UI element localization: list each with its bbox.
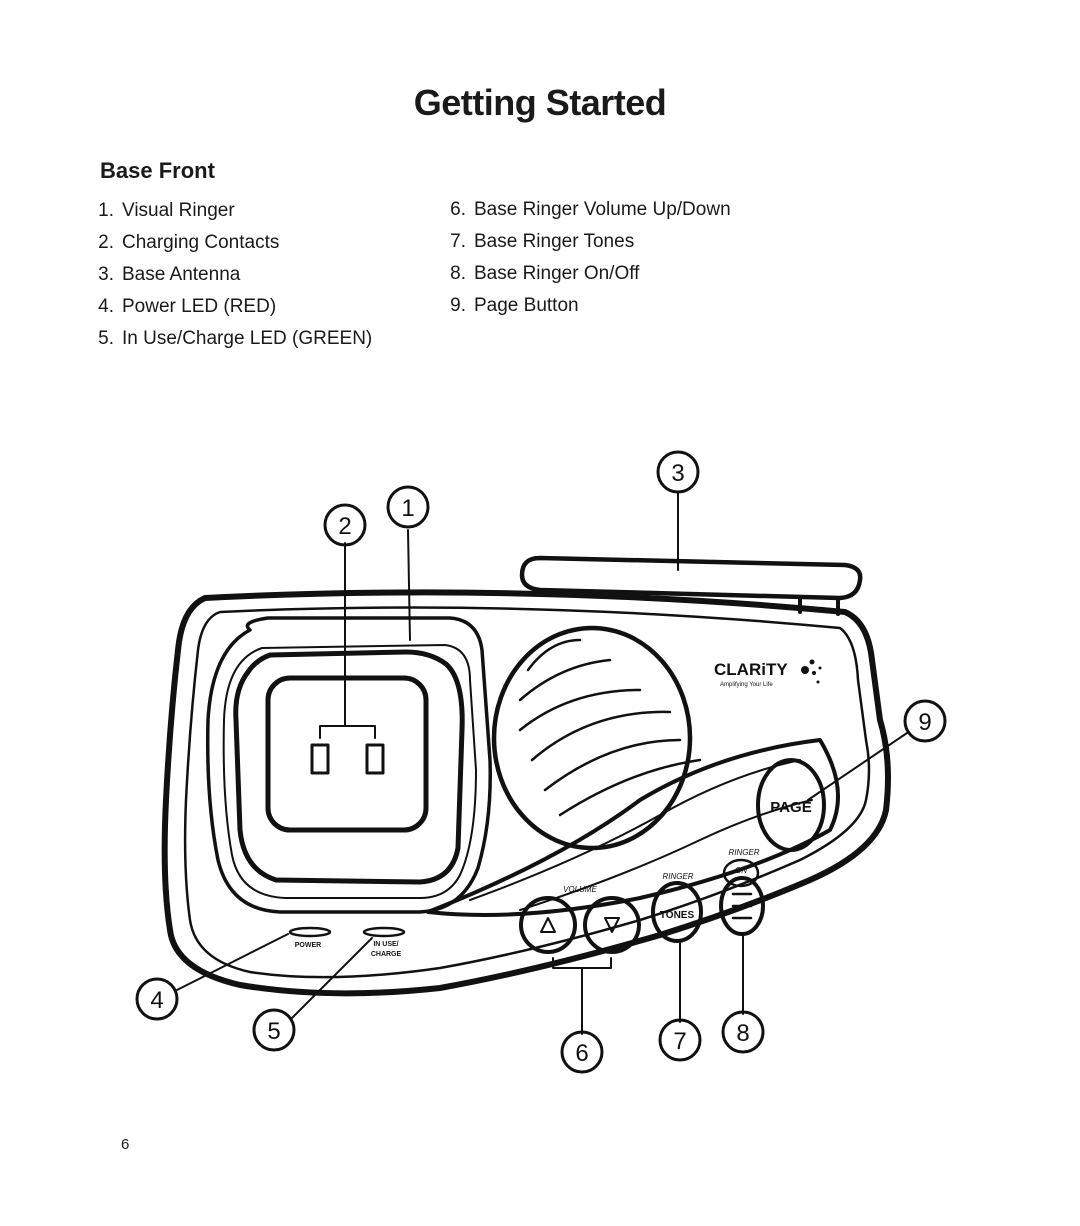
callout-3: 3 [671,460,684,487]
callout-9: 9 [918,709,931,736]
callout-2: 2 [338,513,351,540]
item-label: Charging Contacts [122,232,280,253]
list-item: 4. Power LED (RED) [80,291,372,323]
item-number: 6. [450,199,466,220]
item-label: Page Button [474,295,579,316]
list-item: 9. Page Button [432,290,731,322]
page-title: Getting Started [413,82,667,123]
page-number: 6 [121,1136,130,1153]
item-number: 4. [98,296,114,317]
item-label: Base Ringer Tones [474,231,635,252]
item-label: Base Antenna [122,264,241,285]
ringer-on-off-switch[interactable] [719,858,765,936]
brand-mark-icon [801,659,822,684]
callout-7: 7 [673,1028,686,1055]
item-number: 7. [450,231,466,252]
list-item: 8. Base Ringer On/Off [432,258,731,290]
callout-6: 6 [575,1040,588,1067]
item-number: 1. [98,200,114,221]
parts-list-left: 1. Visual Ringer 2. Charging Contacts 3. Ba… [80,195,372,355]
ringer-tones-label: RINGER [662,872,693,881]
in-use-charge-led [362,926,406,938]
brand-tagline: Amplifying Your Life [720,682,773,688]
volume-label: VOLUME [563,885,597,894]
item-number: 3. [98,264,114,285]
item-label: Base Ringer Volume Up/Down [474,199,731,220]
item-number: 8. [450,263,466,284]
item-label: In Use/Charge LED (GREEN) [122,328,373,349]
base-body-inner-line [183,606,871,979]
volume-buttons[interactable] [519,896,641,954]
callout-8: 8 [736,1020,749,1047]
tones-button[interactable] [651,881,703,943]
visual-ringer [205,616,492,914]
volume-up-icon [540,917,556,933]
page-button[interactable] [756,758,826,852]
in-use-led-label-2: CHARGE [371,951,402,958]
power-led-label: POWER [295,942,321,949]
item-label: Visual Ringer [122,200,235,221]
control-panel-swoosh [426,738,840,917]
list-item: 6. Base Ringer Volume Up/Down [432,194,731,226]
list-item: 7. Base Ringer Tones [432,226,731,258]
list-item: 2. Charging Contacts [80,227,372,259]
tones-button-label: TONES [660,910,695,921]
base-body-outline [161,589,891,997]
brand-logo-text: CLARiTY [714,660,788,679]
list-item: 1. Visual Ringer [80,195,372,227]
leader-lines [176,491,908,1035]
callout-1: 1 [401,495,414,522]
callout-5: 5 [267,1018,280,1045]
page-button-label: PAGE [770,799,811,816]
item-label: Power LED (RED) [122,296,277,317]
parts-list-right: 6. Base Ringer Volume Up/Down 7. Base Ring… [432,194,731,322]
item-label: Base Ringer On/Off [474,263,640,284]
list-item: 3. Base Antenna [80,259,372,291]
item-number: 2. [98,232,114,253]
list-item: 5. In Use/Charge LED (GREEN) [80,323,372,355]
volume-down-icon [604,917,620,933]
power-led [288,926,332,938]
callout-4: 4 [150,987,163,1014]
charging-contacts [265,675,429,833]
callout-circles [135,450,947,1074]
ringer-top-label: RINGER [728,848,759,857]
item-number: 9. [450,295,466,316]
speaker-grille [491,625,702,851]
ringer-on-label: ON [735,866,747,875]
in-use-led-label-1: IN USE/ [373,941,398,948]
section-heading: Base Front [100,158,215,183]
item-number: 5. [98,328,114,349]
base-antenna [519,555,863,616]
